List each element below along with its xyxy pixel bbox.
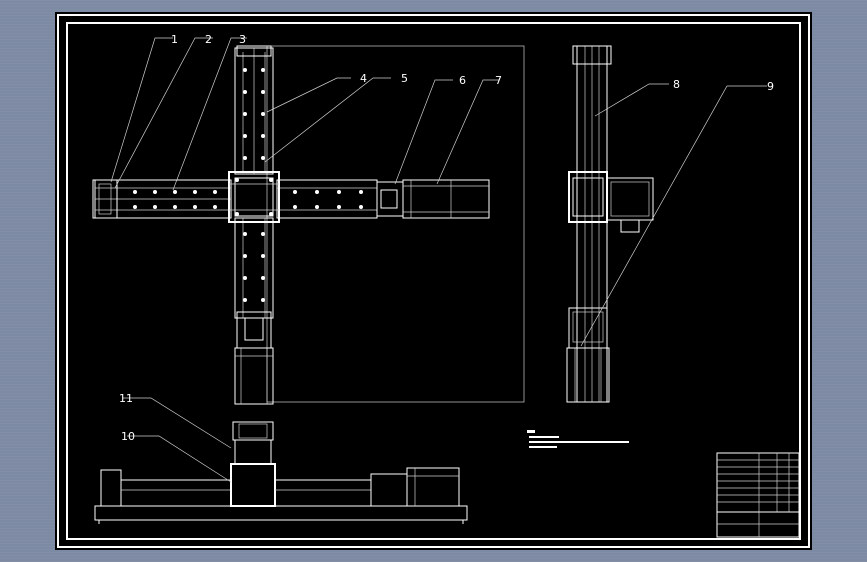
front-view bbox=[94, 421, 468, 524]
x-motor bbox=[402, 179, 490, 219]
callout-4: 4 bbox=[360, 72, 367, 85]
callout-8: 8 bbox=[673, 78, 680, 91]
front-motor bbox=[232, 421, 274, 441]
drawing-canvas: 1 2 3 4 5 6 7 8 9 10 11 bbox=[57, 14, 810, 548]
top-view bbox=[92, 45, 490, 405]
callout-7: 7 bbox=[495, 74, 502, 87]
callout-leaders bbox=[110, 37, 767, 483]
callout-5: 5 bbox=[401, 72, 408, 85]
outer-border bbox=[57, 14, 810, 548]
technical-notes bbox=[527, 430, 629, 448]
y-motor bbox=[234, 347, 274, 405]
inner-border bbox=[66, 22, 801, 540]
front-rail-left bbox=[120, 479, 232, 507]
callout-3: 3 bbox=[239, 33, 246, 46]
callout-11: 11 bbox=[119, 392, 133, 405]
callout-2: 2 bbox=[205, 33, 212, 46]
y-motor-mount bbox=[236, 311, 272, 349]
side-slider bbox=[568, 171, 608, 223]
front-rail-right bbox=[274, 479, 372, 507]
side-motor bbox=[606, 177, 654, 221]
callout-6: 6 bbox=[459, 74, 466, 87]
side-view bbox=[566, 45, 654, 403]
callout-10: 10 bbox=[121, 430, 135, 443]
front-carriage bbox=[230, 463, 276, 507]
top-view-boundary bbox=[266, 45, 525, 403]
base-plate bbox=[94, 505, 468, 521]
center-slider bbox=[228, 171, 280, 223]
title-block bbox=[716, 452, 800, 538]
x-end-cap bbox=[92, 179, 118, 219]
x-rail-right bbox=[276, 179, 378, 219]
front-x-motor bbox=[406, 467, 460, 507]
drawing-sheet: 1 2 3 4 5 6 7 8 9 10 11 bbox=[55, 12, 812, 550]
callout-1: 1 bbox=[171, 33, 178, 46]
callout-9: 9 bbox=[767, 80, 774, 93]
